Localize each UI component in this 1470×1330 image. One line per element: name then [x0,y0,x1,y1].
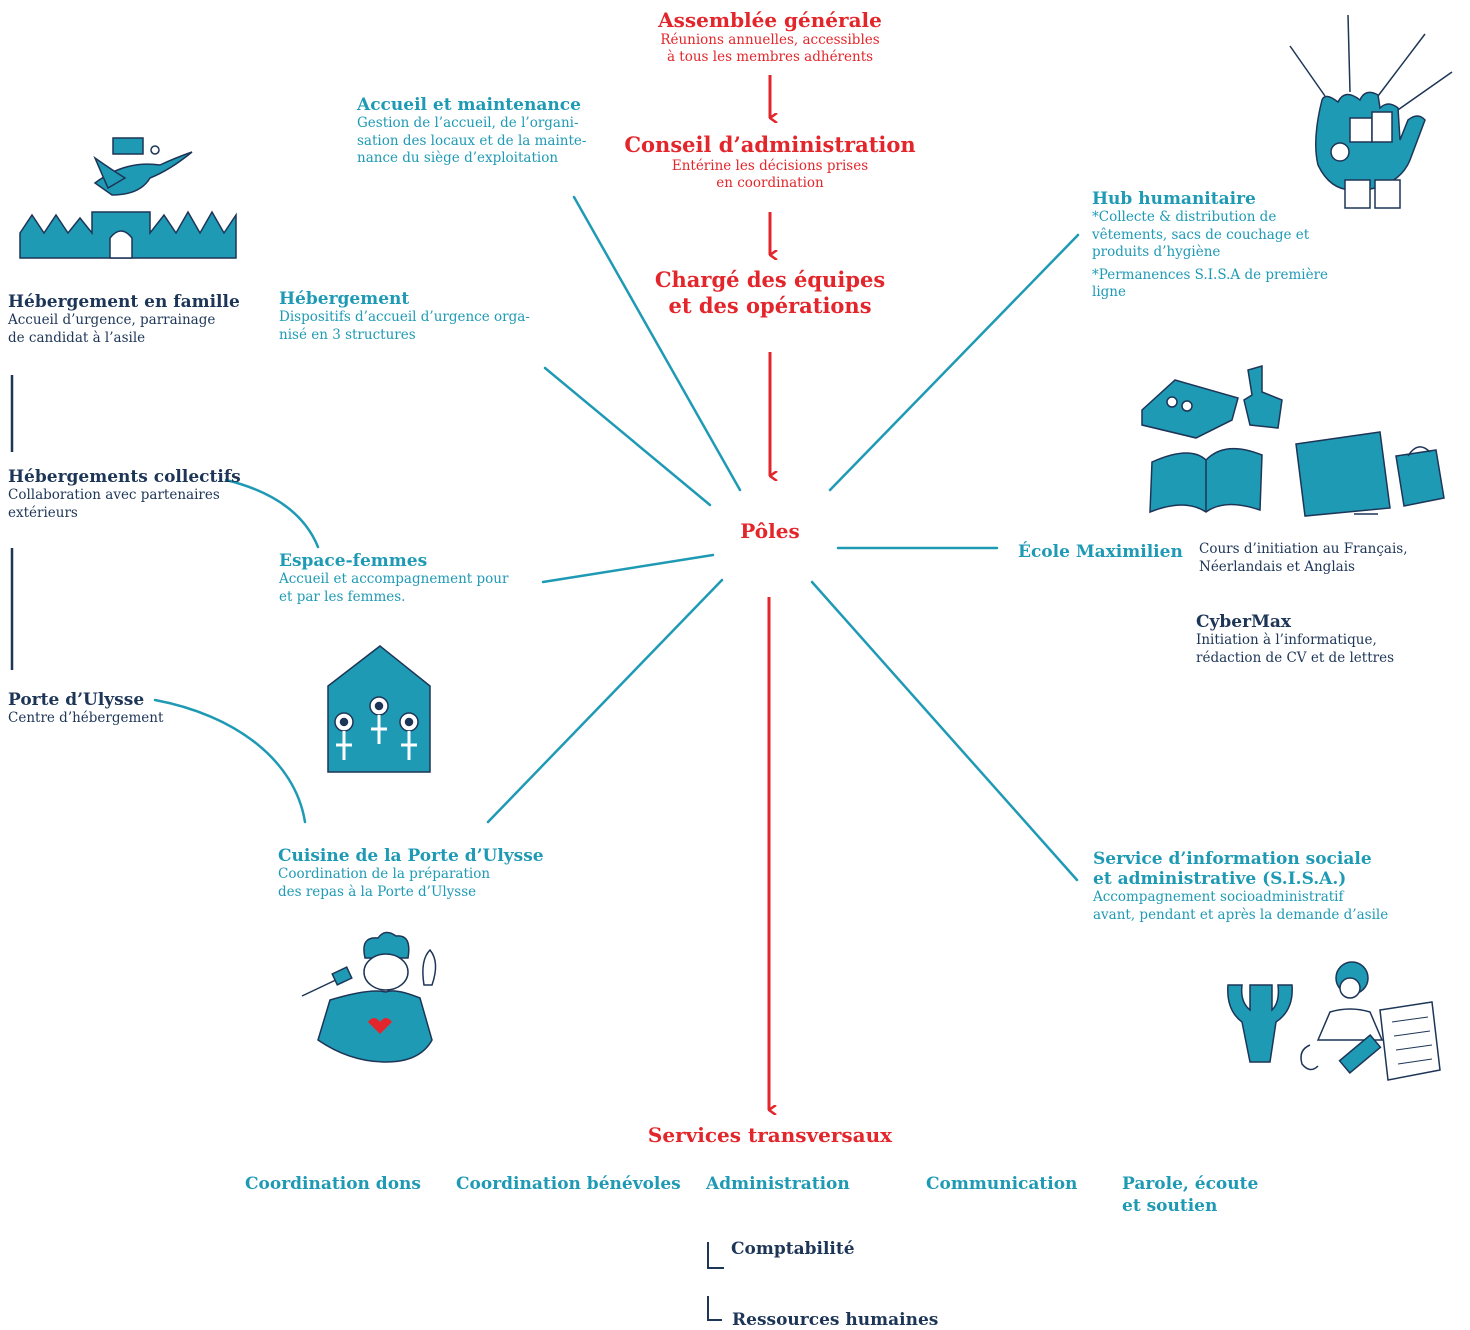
manager-title-line2: et des opérations [668,293,872,318]
pole-accueil-title: Accueil et maintenance [357,95,581,115]
structure-famille-title: Hébergement en famille [8,292,240,312]
assembly-block: Assemblée générale Réunions annuelles, a… [570,8,970,66]
service-ressources-humaines: Ressources humaines [732,1310,939,1330]
pole-espace-femmes: Espace-femmes Accueil et accompagnement … [279,551,539,606]
governance-arrows [767,75,770,1110]
service-coordination-benevoles: Coordination bénévoles [456,1174,681,1194]
service-parole: Parole, écoute et soutien [1122,1174,1259,1216]
line-espace-femmes [541,553,715,584]
assembly-desc-line2: à tous les membres adhérents [666,49,874,65]
pole-cuisine-title: Cuisine de la Porte d’Ulysse [278,846,544,866]
line-hebergement [543,366,712,507]
line-porte-curve [153,698,307,824]
board-desc-line1: Entérine les décisions prises [671,158,869,174]
service-coordination-dons: Coordination dons [245,1174,421,1194]
line-hub [828,233,1080,492]
line-collectifs-curve [224,478,320,549]
structure-porte-title: Porte d’Ulysse [8,690,145,710]
pole-cybermax-title: CyberMax [1196,612,1292,632]
pole-hebergement-title: Hébergement [279,289,410,309]
pole-connectors [153,195,1080,882]
line-sisa [810,580,1079,882]
line-accueil [572,195,742,492]
pole-hub-title: Hub humanitaire [1092,189,1256,209]
bird-houses-icon [19,137,237,259]
manager-title-line1: Chargé des équipes [654,267,886,292]
hands-clothes-icon [1289,14,1453,209]
pole-accueil: Accueil et maintenance Gestion de l’accu… [357,95,637,168]
board-title: Conseil d’administration [624,132,916,157]
structure-collectifs-title: Hébergements collectifs [8,467,241,487]
admin-brackets [707,1242,724,1321]
board-block: Conseil d’administration Entérine les dé… [570,132,970,192]
women-house-icon [327,645,431,773]
service-administration: Administration [706,1174,850,1194]
pole-hub: Hub humanitaire *Collecte & distribution… [1092,189,1352,302]
pole-cybermax: CyberMax Initiation à l’informatique, ré… [1196,612,1446,667]
pole-cuisine: Cuisine de la Porte d’Ulysse Coordinatio… [278,846,558,901]
pole-sisa-title-line1: Service d’information sociale [1093,849,1372,869]
pole-ecole-desc: Cours d’initiation au Français, Néerland… [1199,541,1408,575]
pole-sisa: Service d’information sociale et adminis… [1093,849,1433,924]
assembly-title: Assemblée générale [658,8,882,32]
service-comptabilite: Comptabilité [731,1239,855,1259]
pole-hebergement: Hébergement Dispositifs d’accueil d’urge… [279,289,559,344]
board-desc-line2: en coordination [716,175,824,191]
structure-porte: Porte d’Ulysse Centre d’hébergement [8,690,208,728]
services-title: Services transversaux [647,1123,893,1147]
assembly-desc-line1: Réunions annuelles, accessibles [660,32,880,48]
pole-sisa-title-line2: et administrative (S.I.S.A.) [1093,869,1347,889]
psychology-legal-icon [1227,961,1441,1081]
pole-ecole-title: École Maximilien [1018,542,1183,562]
line-cuisine [486,578,724,824]
books-school-icon [1141,365,1445,517]
pole-espace-femmes-title: Espace-femmes [279,551,428,571]
manager-block: Chargé des équipes et des opérations [570,267,970,319]
structure-collectifs: Hébergements collectifs Collaboration av… [8,467,248,522]
poles-node: Pôles [740,519,800,543]
structure-famille: Hébergement en famille Accueil d’urgence… [8,292,248,347]
service-communication: Communication [926,1174,1078,1194]
chef-icon [301,931,437,1063]
